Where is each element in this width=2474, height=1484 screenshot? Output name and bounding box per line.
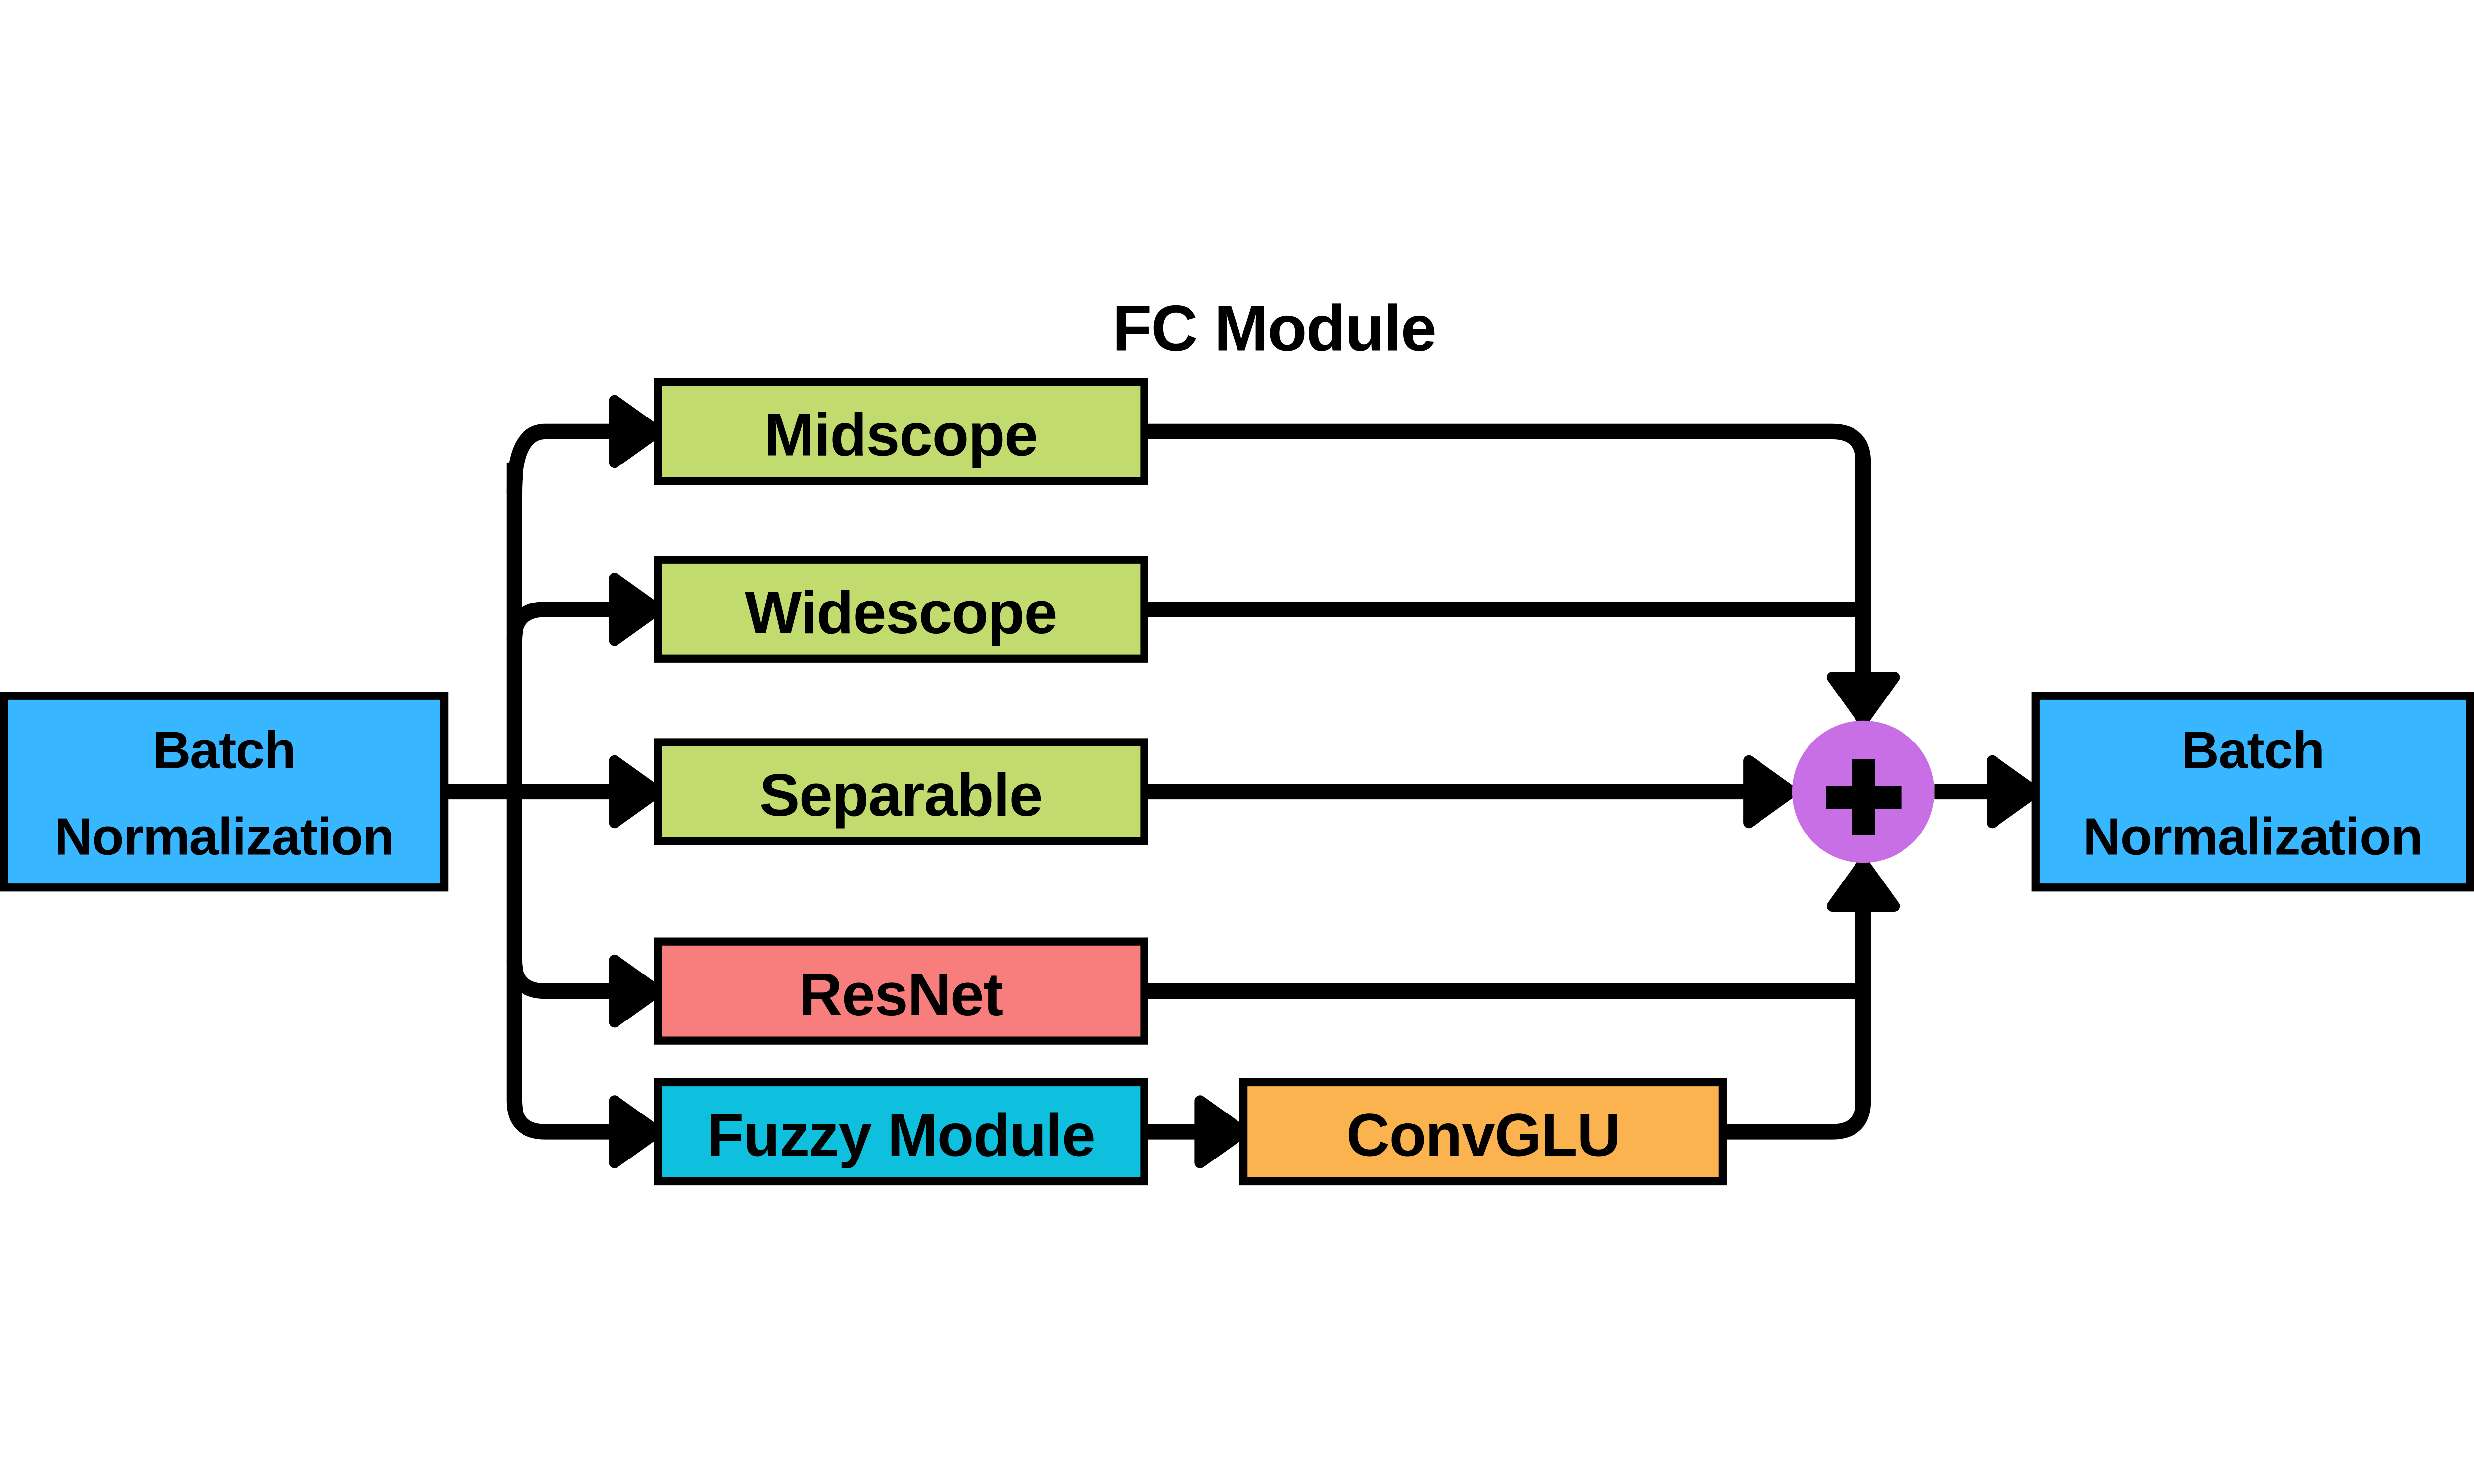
sum-circle bbox=[1792, 720, 1935, 863]
node-output-batch-normalization: Batch Normalization bbox=[2031, 692, 2474, 891]
separable-label: Separable bbox=[760, 761, 1042, 828]
fuzzy-module-label: Fuzzy Module bbox=[707, 1101, 1095, 1168]
arrow-into-midscope-icon bbox=[609, 395, 664, 468]
diagram-canvas: FC Module Batch Normalization Midscope W… bbox=[0, 291, 2474, 1185]
arrow-into-output-icon bbox=[1987, 755, 2041, 828]
fuzzy-module-box bbox=[654, 1078, 1148, 1185]
edge-trunk-to-widescope bbox=[506, 601, 615, 641]
separable-box bbox=[654, 738, 1148, 845]
widescope-label: Widescope bbox=[745, 579, 1057, 646]
node-convglu: ConvGLU bbox=[1239, 1078, 1727, 1185]
node-input-batch-normalization: Batch Normalization bbox=[0, 692, 449, 891]
node-widescope: Widescope bbox=[654, 556, 1148, 663]
output-batch-normalization-label-line1: Batch bbox=[2181, 720, 2324, 779]
edge-trunk-to-resnet bbox=[506, 959, 615, 999]
arrow-into-widescope-icon bbox=[609, 572, 664, 646]
edge-trunk-to-fuzzy bbox=[506, 1100, 615, 1140]
node-midscope: Midscope bbox=[654, 377, 1148, 485]
page-title: FC Module bbox=[1112, 291, 1436, 364]
arrow-into-separable-icon bbox=[609, 755, 664, 828]
input-batch-normalization-box bbox=[0, 692, 449, 891]
midscope-box bbox=[654, 377, 1148, 485]
convglu-box bbox=[1239, 1078, 1727, 1185]
resnet-label: ResNet bbox=[799, 960, 1003, 1027]
widescope-box bbox=[654, 556, 1148, 663]
output-batch-normalization-box bbox=[2031, 692, 2474, 891]
midscope-label: Midscope bbox=[764, 401, 1038, 468]
output-batch-normalization-label-line2: Normalization bbox=[2083, 807, 2422, 866]
node-resnet: ResNet bbox=[654, 937, 1148, 1045]
arrow-down-into-sum-icon bbox=[1826, 671, 1900, 726]
node-sum: + bbox=[1792, 717, 1935, 874]
node-separable: Separable bbox=[654, 738, 1148, 845]
arrow-into-resnet-icon bbox=[609, 954, 664, 1027]
arrow-into-convglu-icon bbox=[1194, 1095, 1249, 1168]
edges-left bbox=[444, 395, 664, 1168]
edges-right bbox=[1144, 423, 2041, 1168]
convglu-label: ConvGLU bbox=[1346, 1101, 1620, 1168]
plus-icon: + bbox=[1825, 721, 1902, 870]
arrow-into-fuzzy-icon bbox=[609, 1095, 664, 1168]
edge-trunk-to-midscope bbox=[506, 423, 615, 493]
arrow-right-into-sum-icon bbox=[1743, 755, 1798, 828]
arrow-up-into-sum-icon bbox=[1826, 857, 1900, 912]
input-batch-normalization-label-line2: Normalization bbox=[54, 807, 394, 866]
node-fuzzy-module: Fuzzy Module bbox=[654, 1078, 1148, 1185]
input-batch-normalization-label-line1: Batch bbox=[153, 720, 296, 779]
edge-convglu-to-sum bbox=[1722, 906, 1871, 1140]
edge-midscope-to-sum bbox=[1144, 423, 1871, 677]
resnet-box bbox=[654, 937, 1148, 1045]
